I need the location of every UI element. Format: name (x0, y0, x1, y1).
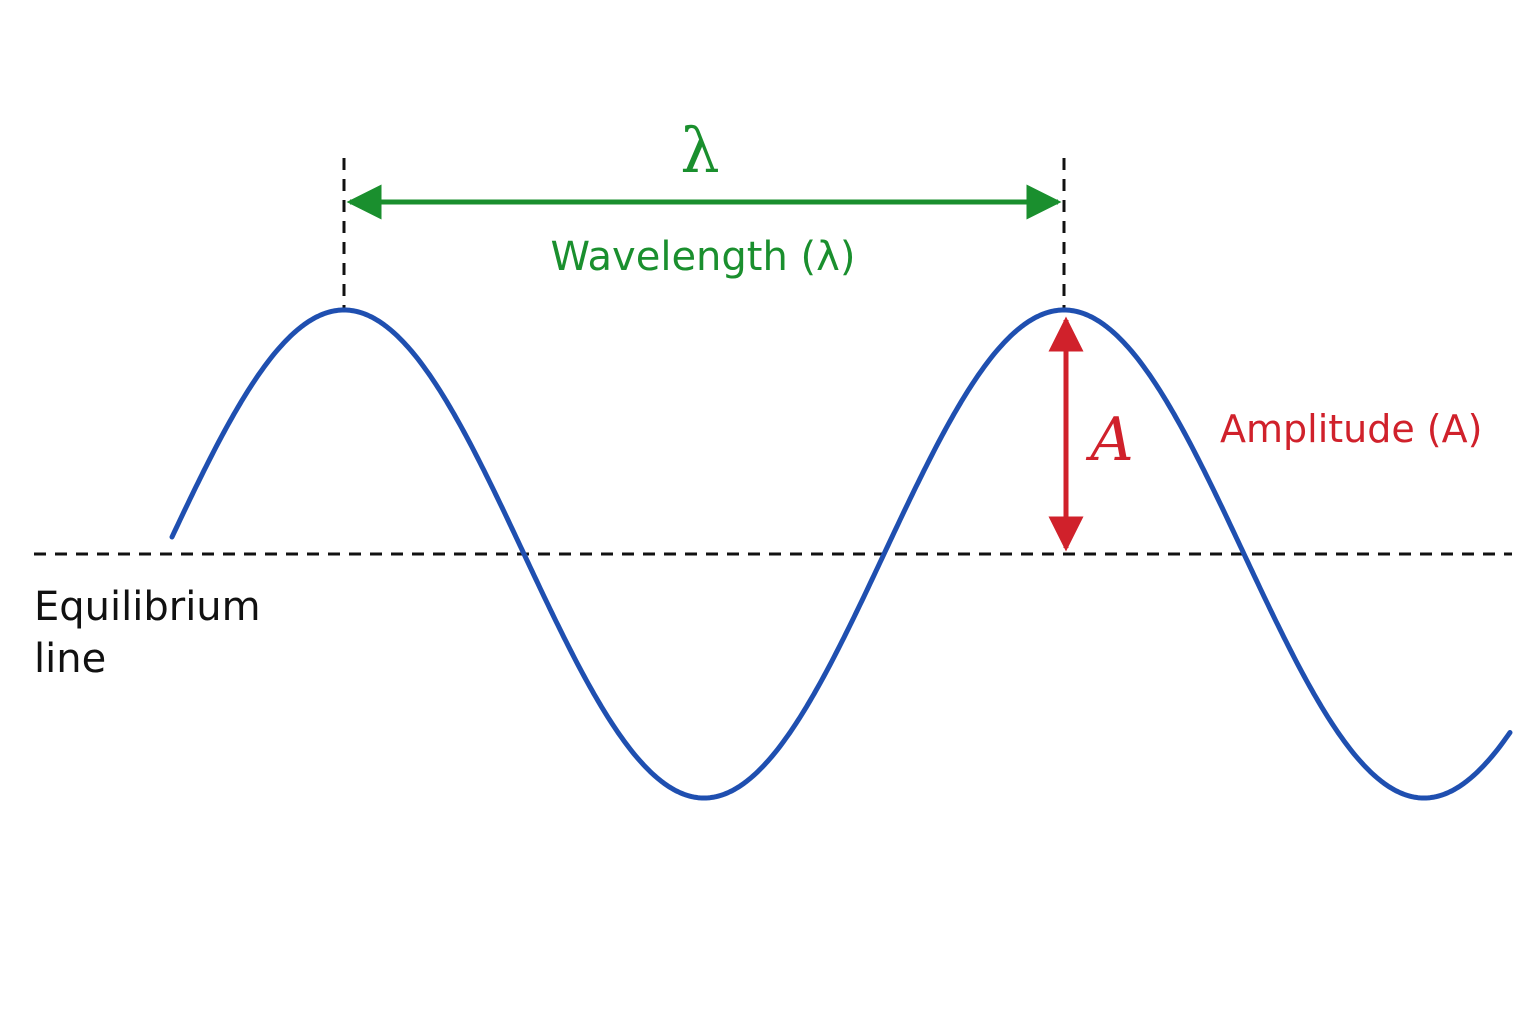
equilibrium-label-line1: Equilibrium (34, 584, 261, 630)
equilibrium-label-line2: line (34, 636, 106, 682)
amplitude-symbol: A (1085, 405, 1133, 475)
lambda-symbol: λ (680, 114, 719, 187)
sine-wave (169, 307, 1513, 801)
wavelength-label: Wavelength (λ) (551, 234, 856, 280)
amplitude-label: Amplitude (A) (1220, 407, 1482, 451)
